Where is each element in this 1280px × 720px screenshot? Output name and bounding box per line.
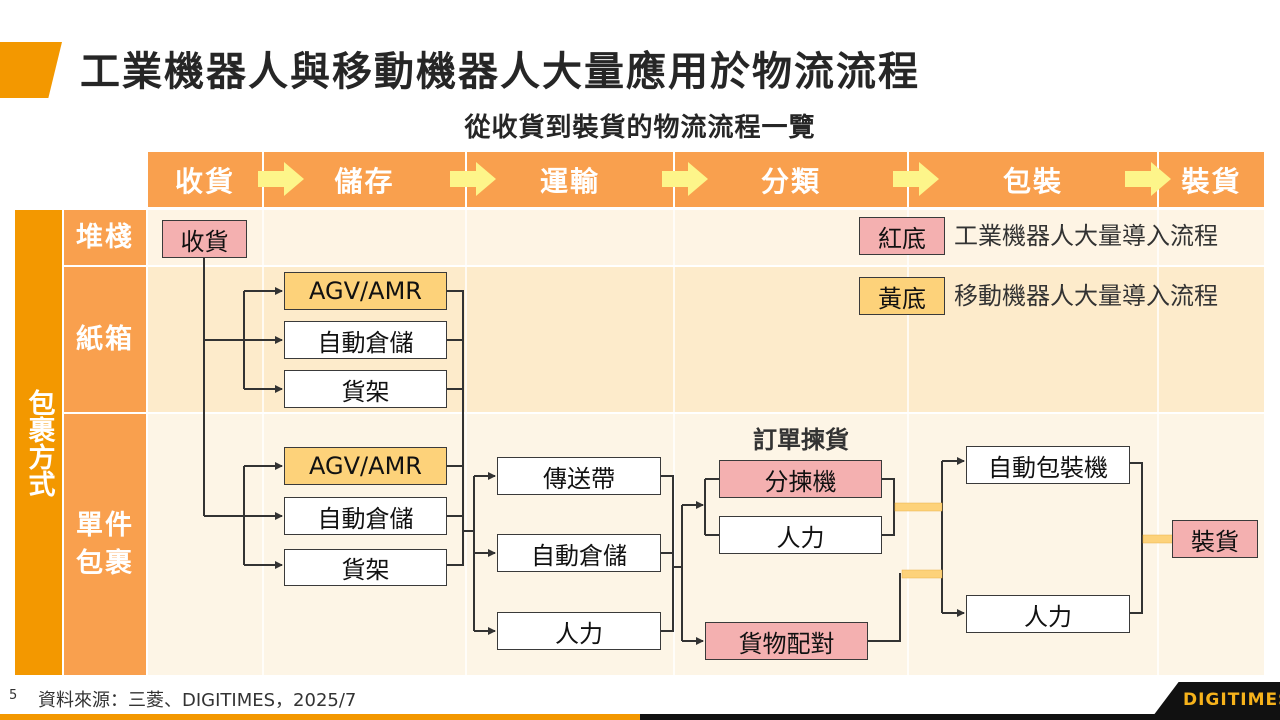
legend-text-mobile: 移動機器人大量導入流程 (954, 282, 1218, 310)
legend-swatch-red: 紅底 (859, 217, 945, 255)
source-note: 資料來源：三菱、DIGITIMES，2025/7 (38, 690, 357, 711)
stage-arrow-icon (893, 162, 939, 196)
stage-arrow-icon (1125, 162, 1171, 196)
stage-arrow-icon (662, 162, 708, 196)
packaging-type-text: 包裹方式 (23, 388, 55, 497)
row-label-text: 紙箱 (76, 323, 134, 355)
node-transport-asrs: 自動倉儲 (497, 534, 661, 572)
row-label-pallet: 堆棧 (64, 210, 146, 265)
legend-text-industrial: 工業機器人大量導入流程 (954, 222, 1218, 250)
row-label-text: 單件 (76, 509, 134, 541)
row-label-carton: 紙箱 (64, 267, 146, 412)
page-subtitle: 從收貨到裝貨的物流流程一覽 (464, 113, 816, 143)
column-divider (1157, 210, 1159, 675)
node-single-asrs: 自動倉儲 (284, 497, 447, 535)
node-carton-agv-amr: AGV/AMR (284, 272, 447, 310)
column-divider (465, 210, 467, 675)
mobile-robot-link (1142, 534, 1174, 544)
stage-shipping: 裝貨 (1159, 152, 1264, 207)
node-auto-packer: 自動包裝機 (966, 446, 1130, 484)
node-carton-asrs: 自動倉儲 (284, 321, 447, 359)
stage-receive: 收貨 (148, 152, 262, 207)
node-sorter: 分揀機 (719, 460, 882, 498)
legend-swatch-yellow: 黃底 (859, 277, 945, 315)
node-conveyor: 傳送帶 (497, 457, 661, 495)
node-carton-rack: 貨架 (284, 370, 447, 408)
column-divider (673, 210, 675, 675)
connector-line (882, 478, 895, 536)
footer-bar (600, 714, 1280, 720)
page-number: 5 (9, 688, 18, 703)
node-single-agv-amr: AGV/AMR (284, 447, 447, 485)
node-transport-manual: 人力 (497, 612, 661, 650)
stage-arrow-icon (258, 162, 304, 196)
node-single-rack: 貨架 (284, 549, 447, 586)
row-bg-pallet (148, 210, 1264, 265)
mobile-robot-link (894, 502, 943, 512)
node-receive: 收貨 (162, 220, 247, 258)
stage-transport: 運輸 (467, 152, 673, 207)
stage-sorting: 分類 (675, 152, 907, 207)
connector-line (447, 290, 464, 566)
footer-accent-bar (0, 714, 640, 720)
node-sort-manual: 人力 (719, 516, 882, 554)
row-label-text: 包裹 (76, 547, 134, 579)
connector-line (868, 573, 901, 642)
mobile-robot-link (901, 569, 943, 579)
column-divider (262, 210, 264, 675)
column-divider (907, 210, 909, 675)
packaging-type-label: 包裹方式 (15, 210, 62, 675)
connector-line (1130, 462, 1143, 614)
row-label-text: 堆棧 (76, 221, 134, 253)
digitimes-logo: DIGITIMES (1183, 690, 1280, 710)
node-goods-matching: 貨物配對 (705, 622, 868, 660)
order-picking-caption: 訂單揀貨 (753, 426, 849, 454)
node-shipping: 裝貨 (1172, 520, 1258, 558)
node-pack-manual: 人力 (966, 595, 1130, 633)
row-label-single-parcel: 單件 包裹 (64, 414, 146, 675)
stage-arrow-icon (450, 162, 496, 196)
stage-packing: 包裝 (909, 152, 1157, 207)
page-title: 工業機器人與移動機器人大量應用於物流流程 (80, 49, 920, 95)
